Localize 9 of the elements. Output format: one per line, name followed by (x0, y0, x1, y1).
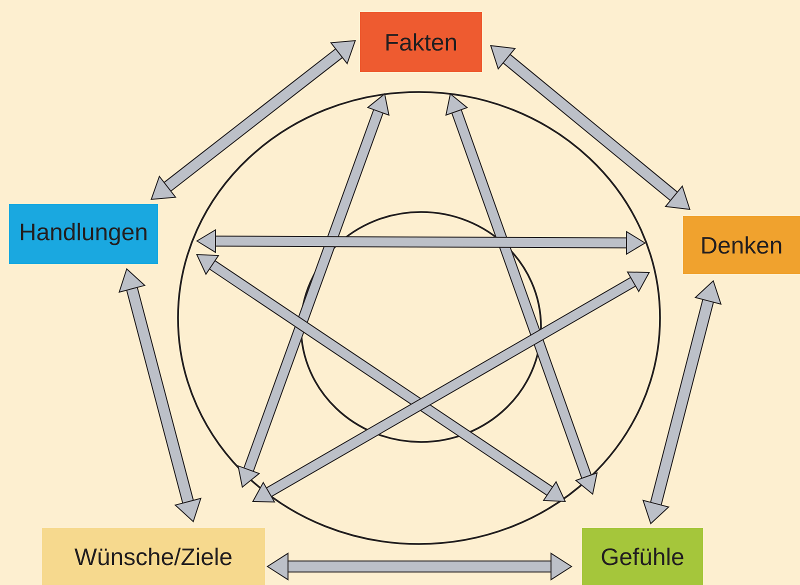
double-arrow (150, 40, 356, 200)
label-box: Handlungen (9, 204, 158, 264)
double-arrow (490, 45, 690, 210)
double-arrow (266, 552, 572, 581)
label-box: Denken (683, 216, 800, 274)
label-box: Wünsche/Ziele (42, 528, 265, 585)
double-arrow (118, 268, 202, 522)
label-box: Fakten (360, 12, 482, 72)
label-box: Gefühle (582, 528, 703, 585)
